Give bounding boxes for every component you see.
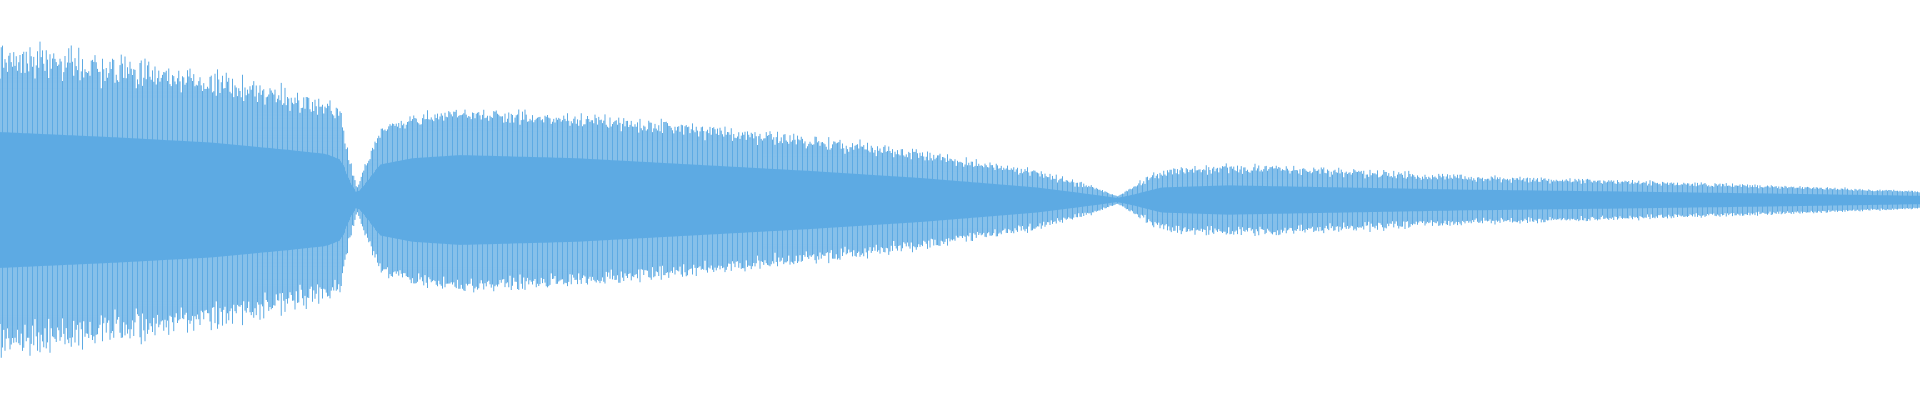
waveform-core (0, 132, 1920, 268)
waveform-strokes (0, 41, 1920, 358)
